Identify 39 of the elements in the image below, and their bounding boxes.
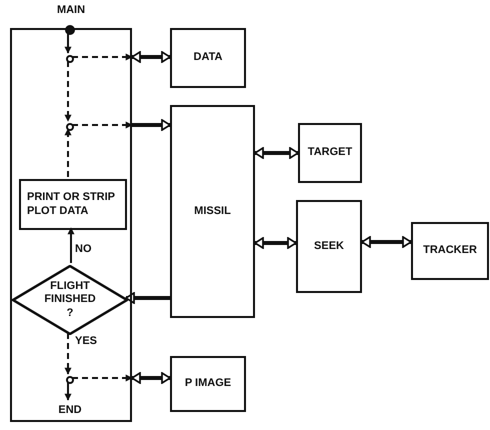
edge-label: NO xyxy=(74,243,92,255)
box-label: SEEK xyxy=(314,240,344,254)
double-line-arrow xyxy=(131,51,171,63)
arrow xyxy=(72,54,133,60)
box-label: P IMAGE xyxy=(184,377,232,391)
double-line-arrow xyxy=(125,292,170,304)
start-dot xyxy=(65,25,75,35)
block-box xyxy=(170,356,246,412)
double-line-arrow xyxy=(254,147,299,159)
arrow xyxy=(64,61,72,122)
double-line-arrow xyxy=(254,237,297,249)
box-label: TRACKER xyxy=(423,244,477,258)
arrow xyxy=(64,333,72,375)
block-box xyxy=(296,200,362,293)
arrow xyxy=(72,374,133,382)
terminal-label: END xyxy=(58,404,82,418)
arrow xyxy=(72,122,133,128)
decision-text: FLIGHT FINISHED ? xyxy=(43,280,97,320)
arrow xyxy=(64,128,72,177)
junction-circle xyxy=(66,55,74,63)
block-box xyxy=(298,123,362,183)
box-label: TARGET xyxy=(308,146,352,160)
double-line-arrow xyxy=(132,119,171,131)
block-box xyxy=(170,105,255,318)
box-label: MISSIL xyxy=(194,204,231,218)
arrow xyxy=(68,227,74,263)
block-box xyxy=(170,28,246,88)
process-box xyxy=(19,179,127,230)
block-box xyxy=(411,222,489,280)
edge-label: YES xyxy=(74,335,98,347)
junction-circle xyxy=(66,376,74,384)
box-label: PRINT OR STRIP PLOT DATA xyxy=(27,191,116,218)
junction-circle xyxy=(66,123,74,131)
box-label: DATA xyxy=(194,51,222,65)
module-heading: MAIN xyxy=(56,4,86,18)
arrow xyxy=(64,382,72,401)
arrow xyxy=(64,33,72,54)
double-line-arrow xyxy=(131,372,171,384)
double-line-arrow xyxy=(361,236,412,248)
